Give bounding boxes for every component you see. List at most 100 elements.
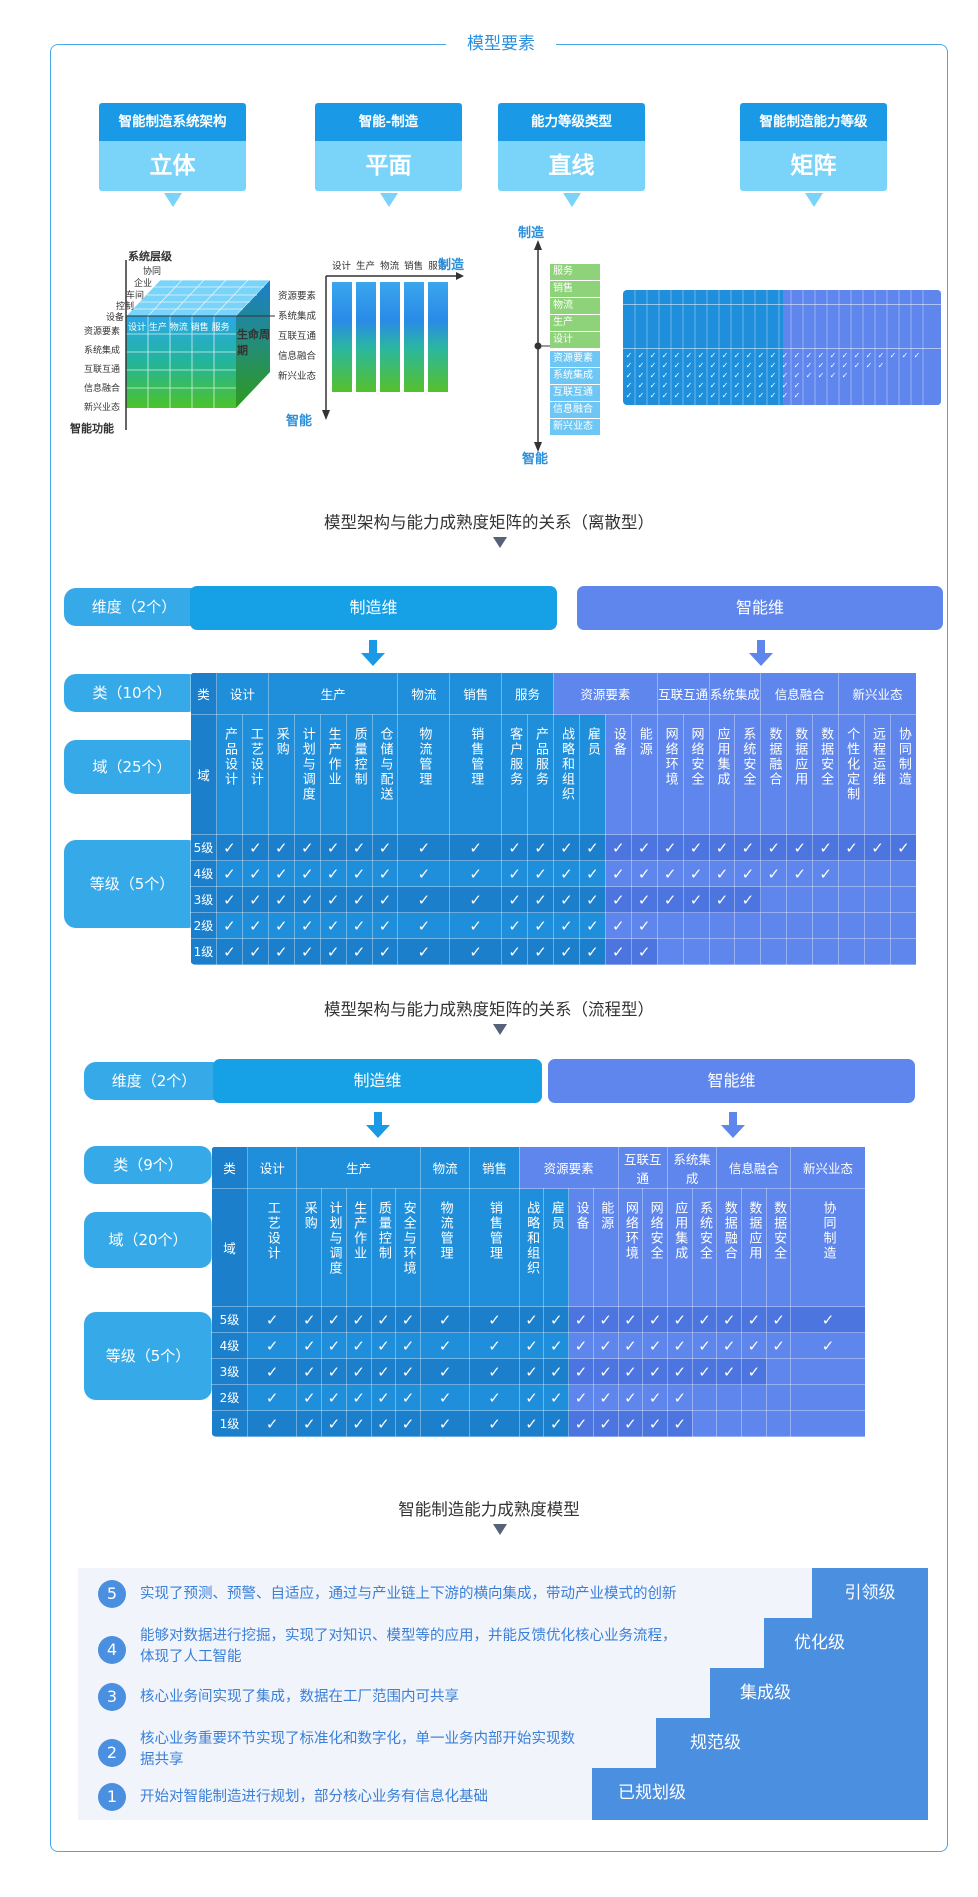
check-icon: ✓ bbox=[560, 838, 573, 857]
check-cell: ✓ bbox=[296, 1358, 323, 1385]
domain-label: 系统安全 bbox=[740, 727, 756, 787]
check-icon: ✓ bbox=[663, 890, 677, 909]
check-cell: ✓ bbox=[568, 1306, 594, 1333]
empty-cell bbox=[889, 938, 917, 965]
plane-col: 物流 bbox=[380, 261, 400, 272]
check-icon: ✓ bbox=[637, 942, 651, 961]
cube-axis-right: 生命周期 bbox=[237, 328, 270, 357]
plane-col: 设计 bbox=[332, 261, 352, 272]
domain-label: 数据安全 bbox=[818, 727, 834, 787]
mini-check-icon: ✓ bbox=[722, 381, 729, 390]
mini-check-icon: ✓ bbox=[734, 351, 741, 360]
domain-label: 物流管理 bbox=[437, 1201, 453, 1261]
level-label: 4级 bbox=[211, 1332, 248, 1359]
check-icon: ✓ bbox=[327, 1310, 341, 1329]
empty-cell bbox=[708, 912, 736, 939]
card-bottom-label: 立体 bbox=[99, 141, 246, 191]
mini-check-icon: ✓ bbox=[794, 391, 801, 400]
plane-x-label: 制造 bbox=[438, 258, 465, 273]
check-icon: ✓ bbox=[648, 1310, 662, 1329]
check-cell: ✓ bbox=[716, 1306, 743, 1333]
check-icon: ✓ bbox=[574, 1362, 588, 1381]
check-icon: ✓ bbox=[417, 942, 431, 961]
mini-check-icon: ✓ bbox=[818, 371, 825, 380]
check-cell: ✓ bbox=[682, 860, 710, 887]
check-cell: ✓ bbox=[630, 912, 658, 939]
mini-check-icon: ✓ bbox=[830, 371, 837, 380]
check-icon: ✓ bbox=[327, 1388, 341, 1407]
check-cell: ✓ bbox=[296, 1384, 323, 1411]
down-arrow-icon bbox=[361, 640, 385, 666]
check-cell: ✓ bbox=[656, 860, 684, 887]
empty-cell bbox=[716, 1410, 743, 1437]
check-cell: ✓ bbox=[578, 860, 606, 887]
check-cell: ✓ bbox=[543, 1332, 570, 1359]
domain-cell: 网络环境 bbox=[656, 714, 684, 835]
check-cell: ✓ bbox=[642, 1358, 668, 1385]
check-icon: ✓ bbox=[326, 942, 340, 961]
cube-function: 资源要素 bbox=[84, 327, 121, 337]
check-cell: ✓ bbox=[345, 886, 373, 913]
domain-cell: 应用集成 bbox=[708, 714, 736, 835]
class-cell: 物流 bbox=[397, 672, 451, 715]
empty-cell bbox=[682, 912, 710, 939]
mini-check-icon: ✓ bbox=[662, 391, 669, 400]
empty-cell bbox=[691, 1384, 718, 1411]
domain-cell: 计划与调度 bbox=[321, 1188, 347, 1307]
check-icon: ✓ bbox=[275, 890, 288, 909]
check-cell: ✓ bbox=[345, 1410, 372, 1437]
check-cell: ✓ bbox=[708, 834, 736, 861]
check-cell: ✓ bbox=[592, 1332, 619, 1359]
check-cell: ✓ bbox=[578, 886, 606, 913]
check-icon: ✓ bbox=[469, 838, 482, 857]
plane-row: 互联互通 bbox=[278, 331, 317, 342]
check-icon: ✓ bbox=[508, 890, 521, 909]
check-cell: ✓ bbox=[864, 834, 891, 861]
cube-lifecycle: 设计 bbox=[128, 323, 147, 333]
line-item: 服务 bbox=[550, 264, 600, 280]
check-icon: ✓ bbox=[275, 864, 288, 883]
check-cell: ✓ bbox=[395, 1332, 421, 1359]
check-cell: ✓ bbox=[716, 1332, 743, 1359]
check-cell: ✓ bbox=[642, 1384, 668, 1411]
down-arrow-icon bbox=[749, 640, 773, 666]
check-cell: ✓ bbox=[469, 1384, 520, 1411]
check-cell: ✓ bbox=[321, 1410, 347, 1437]
check-icon: ✓ bbox=[793, 864, 807, 883]
check-icon: ✓ bbox=[249, 916, 262, 935]
check-cell: ✓ bbox=[552, 834, 580, 861]
check-cell: ✓ bbox=[578, 834, 606, 861]
domain-header: 域 bbox=[190, 714, 217, 835]
domain-label: 计划与调度 bbox=[299, 727, 315, 802]
check-icon: ✓ bbox=[767, 838, 781, 857]
mini-check-icon: ✓ bbox=[710, 351, 717, 360]
mini-check-icon: ✓ bbox=[698, 381, 705, 390]
check-icon: ✓ bbox=[352, 1310, 365, 1329]
check-icon: ✓ bbox=[401, 1362, 415, 1381]
domain-cell: 生产作业 bbox=[319, 714, 347, 835]
mini-check-icon: ✓ bbox=[890, 351, 897, 360]
check-cell: ✓ bbox=[527, 938, 554, 965]
check-cell: ✓ bbox=[319, 860, 347, 887]
check-cell: ✓ bbox=[592, 1306, 619, 1333]
check-icon: ✓ bbox=[223, 838, 236, 857]
check-cell: ✓ bbox=[293, 834, 321, 861]
mini-check-icon: ✓ bbox=[794, 361, 801, 370]
check-cell: ✓ bbox=[345, 834, 373, 861]
check-icon: ✓ bbox=[223, 864, 236, 883]
empty-cell bbox=[786, 912, 814, 939]
check-cell: ✓ bbox=[296, 1306, 323, 1333]
check-icon: ✓ bbox=[767, 864, 781, 883]
check-icon: ✓ bbox=[401, 1414, 415, 1433]
intel-dimension-bar: 智能维 bbox=[577, 586, 943, 630]
check-cell: ✓ bbox=[397, 860, 451, 887]
step-text: 实现了预测、预警、自适应，通过与产业链上下游的横向集成，带动产业模式的创新 bbox=[140, 1586, 677, 1602]
stair-label: 规范级 bbox=[690, 1733, 741, 1753]
check-icon: ✓ bbox=[550, 1388, 563, 1407]
check-cell: ✓ bbox=[786, 834, 814, 861]
domain-label: 产品设计 bbox=[221, 727, 237, 787]
check-cell: ✓ bbox=[604, 860, 632, 887]
check-icon: ✓ bbox=[741, 864, 755, 883]
check-icon: ✓ bbox=[560, 890, 573, 909]
check-cell: ✓ bbox=[656, 834, 684, 861]
